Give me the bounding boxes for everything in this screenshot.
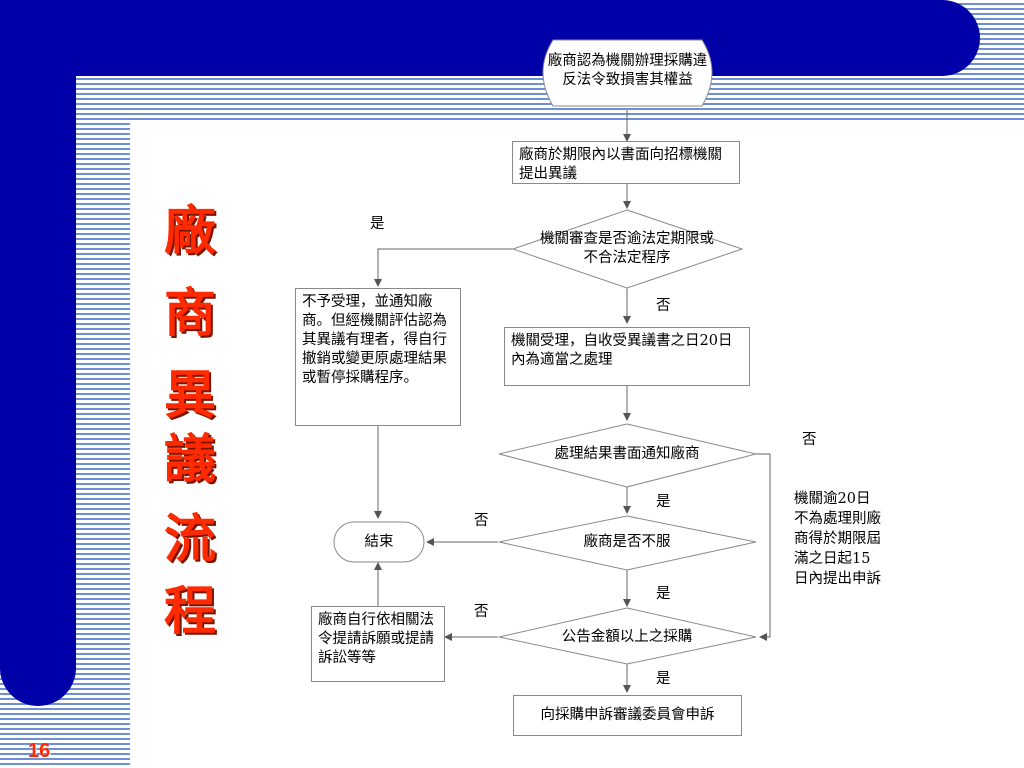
left-banner	[0, 0, 76, 706]
title-char-1: 廠	[163, 201, 216, 262]
disagree-decision-label: 廠商是否不服	[583, 534, 671, 550]
title-char-3: 異	[163, 365, 216, 426]
disagree-decision-shape	[498, 515, 757, 571]
label-no-notify: 否	[802, 432, 817, 448]
start-label: 廠商認為機關辦理採購違反法令致損害其權益	[547, 53, 708, 88]
amount-decision-label: 公告金額以上之採購	[561, 629, 693, 645]
deadline-decision-label: 機關審查是否逾法定期限或不合法定程序	[540, 231, 714, 266]
title-char-4: 議	[163, 429, 216, 490]
top-banner	[0, 0, 980, 76]
label-yes-disagree: 是	[656, 586, 671, 602]
label-no-amount: 否	[474, 604, 489, 620]
page-number: 16	[28, 740, 51, 762]
title-char-5: 流	[163, 509, 216, 570]
label-no-deadline: 否	[656, 298, 671, 314]
timeout-note: 機關逾20日不為處理則廠商得於期限屆滿之日起15日內提出申訴	[794, 491, 881, 587]
title-char-2: 商	[163, 283, 216, 344]
notify-decision-label: 處理結果書面通知廠商	[554, 446, 700, 462]
end-terminator-shape	[333, 521, 425, 563]
notify-decision-shape	[498, 423, 757, 488]
amount-decision-shape	[498, 607, 757, 665]
accept-step-box: 機關受理，自收受異議書之日20日內為適當之處理	[504, 327, 750, 386]
objection-step-box: 廠商於期限內以書面向招標機關提出異議	[512, 141, 740, 184]
label-yes-deadline: 是	[370, 216, 385, 232]
start-terminator-shape	[542, 39, 713, 107]
label-yes-amount: 是	[656, 671, 671, 687]
label-yes-notify: 是	[656, 494, 671, 510]
appeal-step-box: 向採購申訴審議委員會申訴	[513, 695, 742, 736]
title-char-6: 程	[163, 581, 216, 642]
label-no-disagree: 否	[474, 513, 489, 529]
reject-step-box: 不予受理，並通知廠商。但經機關評估認為其異議有理者，得自行撤銷或變更原處理結果或…	[295, 288, 461, 426]
other-remedy-box: 廠商自行依相關法令提請訴願或提請訴訟等等	[311, 606, 445, 682]
end-label: 結束	[364, 534, 394, 550]
deadline-decision-shape	[511, 209, 744, 289]
